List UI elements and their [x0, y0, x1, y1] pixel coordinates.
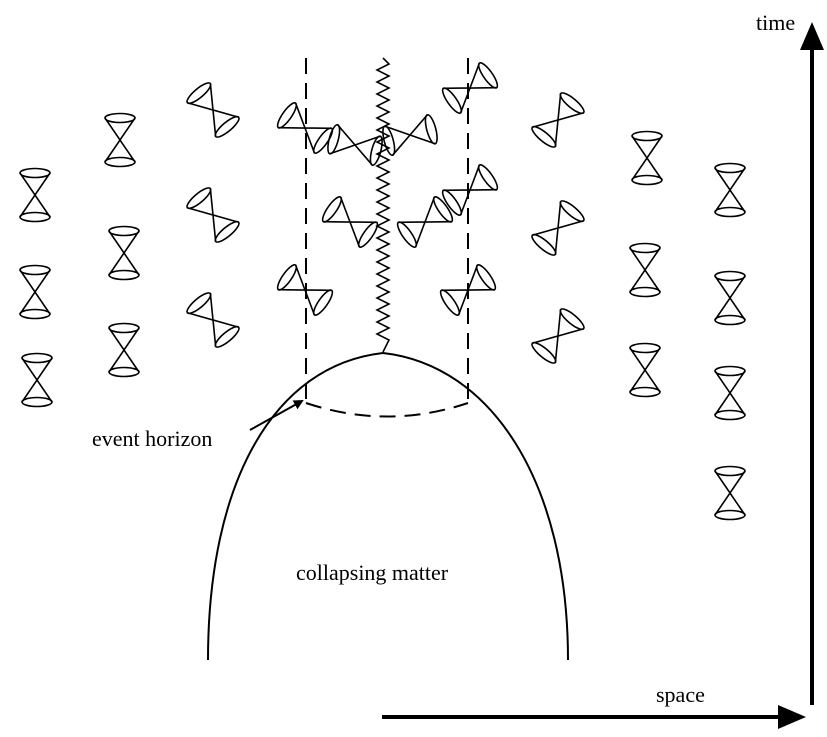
space-axis-label: space	[656, 682, 705, 707]
singularity-zigzag	[375, 57, 391, 353]
time-axis-label: time	[756, 10, 795, 35]
light-cone	[714, 365, 746, 421]
light-cone	[631, 130, 663, 186]
light-cone	[321, 196, 379, 248]
light-cone	[276, 264, 334, 316]
light-cone	[186, 292, 240, 348]
event-horizon-arc	[305, 402, 469, 418]
light-cone	[396, 196, 454, 248]
light-cone	[714, 270, 746, 326]
time-arrowhead	[800, 22, 824, 50]
light-cone	[629, 342, 661, 398]
light-cone	[19, 167, 51, 223]
light-cone	[21, 352, 53, 408]
light-cone	[108, 322, 140, 378]
light-cone	[531, 200, 585, 256]
light-cone	[382, 113, 438, 157]
light-cone	[441, 62, 499, 114]
light-cone	[276, 102, 334, 154]
light-cone	[186, 82, 240, 138]
light-cone	[327, 123, 383, 167]
light-cone	[714, 465, 746, 521]
light-cone	[19, 264, 51, 320]
space-arrowhead	[778, 705, 806, 729]
light-cone	[439, 264, 497, 316]
light-cone	[441, 164, 499, 216]
light-cone	[531, 92, 585, 148]
light-cone	[629, 242, 661, 298]
event-horizon-pointer-arrow	[249, 400, 304, 431]
light-cone	[186, 187, 240, 243]
light-cone	[531, 308, 585, 364]
event-horizon-label: event horizon	[92, 426, 212, 451]
light-cones	[19, 62, 746, 521]
light-cone	[104, 112, 136, 168]
collapsing-matter-boundary	[207, 351, 569, 661]
collapsing-matter-label: collapsing matter	[296, 560, 449, 585]
light-cone	[108, 225, 140, 281]
light-cone	[714, 162, 746, 218]
